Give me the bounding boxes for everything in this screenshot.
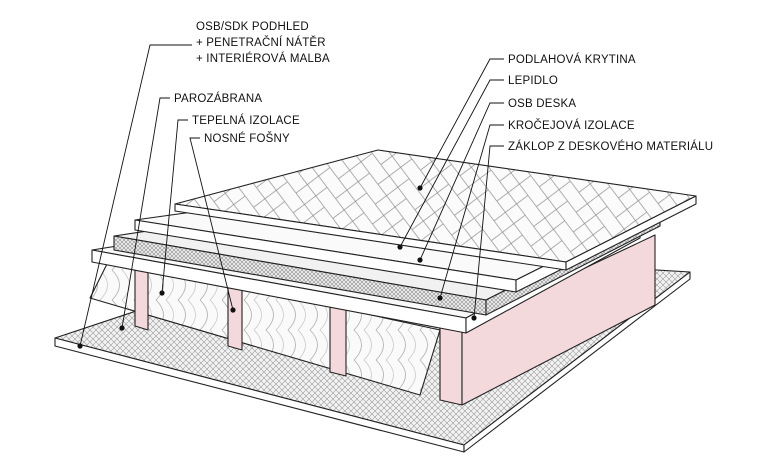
floor-covering-layer [174, 149, 697, 271]
label-floor-covering: PODLAHOVÁ KRYTINA [508, 53, 636, 66]
label-board-subfloor: ZÁKLOP Z DESKOVÉHO MATERIÁLU [508, 140, 713, 153]
label-impact-insulation: KROČEJOVÁ IZOLACE [508, 119, 635, 132]
label-adhesive: LEPIDLO [508, 75, 558, 87]
label-osb-ceiling-line2: + PENETRAČNÍ NÁTĚR [196, 36, 326, 49]
label-joists: NOSNÉ FOŠNY [204, 132, 290, 145]
label-osb-ceiling-line1: OSB/SDK PODHLED [196, 21, 309, 33]
left-labels: OSB/SDK PODHLED + PENETRAČNÍ NÁTĚR + INT… [174, 21, 330, 145]
right-labels: PODLAHOVÁ KRYTINA LEPIDLO OSB DESKA KROČ… [508, 53, 713, 153]
label-osb-ceiling-line3: + INTERIÉROVÁ MALBA [196, 52, 330, 65]
label-osb-board: OSB DESKA [508, 98, 576, 110]
label-thermal-insulation: TEPELNÁ IZOLACE [192, 114, 300, 127]
leader-lines [77, 44, 504, 349]
label-vapor-barrier: PAROZÁBRANA [174, 92, 262, 105]
